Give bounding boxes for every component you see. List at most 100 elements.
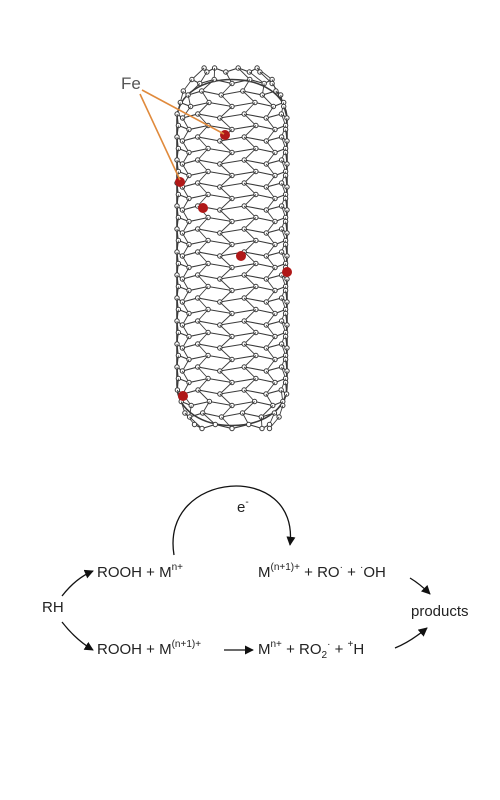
lattice-bond [243,182,257,195]
top-left-species: ROOH + Mn+ [97,562,183,581]
lattice-node [278,111,285,117]
lattice-node [191,421,198,428]
fe-atom [236,251,246,261]
lattice-bond [243,286,257,299]
lattice-bond [243,159,257,172]
lattice-bond [219,175,233,188]
lattice-node [278,318,285,324]
lattice-bond [219,359,233,372]
lattice-bond [243,136,257,149]
rh-to-bottom-arrow [61,621,94,651]
lattice-ring [176,205,288,211]
lattice-bond [219,313,233,326]
lattice-bond [243,125,257,138]
lattice-bond [219,152,233,165]
lattice-bond [243,332,257,345]
fe-atom [198,203,208,213]
lattice-bond [219,209,233,222]
lattice-node [212,421,219,428]
lattice-ring [182,90,282,96]
lattice-bond [219,393,233,406]
lattice-ring [176,274,288,280]
lattice-bond [243,228,257,241]
lattice-bond [219,382,233,395]
lattice-bond [219,163,233,176]
carbon-nanotube-icon [174,65,292,432]
lattice-ring [176,297,288,303]
nanotube-outline [176,78,288,427]
lattice-ring [177,389,287,395]
lattice-bond [243,113,257,126]
lattice-bond [219,140,233,153]
lattice-node [278,134,285,140]
lattice-bond [243,263,257,276]
lattice-bond [243,309,257,322]
fe-atom [220,130,230,140]
lattice-node [278,226,285,232]
lattice-bond [201,79,215,92]
lattice-bond [219,301,233,314]
lattice-bond [242,401,255,414]
lattice-bond [243,320,257,333]
lattice-bond [243,251,257,264]
lattice-bond [219,106,233,119]
lattice-bond [219,290,233,303]
electron-label: e- [237,497,249,516]
top-to-products-arrow [409,577,431,595]
lattice-bond [243,194,257,207]
lattice-bond [249,71,265,84]
lattice-node [278,295,285,301]
lattice-bond [237,67,251,80]
top-right-species: M(n+1)+ + RO· + ·OH [258,562,386,581]
lattice-bond [243,240,257,253]
electron-transfer-arrow [172,485,296,556]
nanotube-lattice [174,65,290,432]
lattice-ring [176,159,288,165]
fe-atom [178,391,188,401]
lattice-ring [176,320,288,326]
lattice-ring [176,228,288,234]
lattice-bond [243,171,257,184]
lattice-ring [176,251,288,257]
lattice-bond [243,217,257,230]
lattice-bond [260,405,274,418]
lattice-node [278,157,285,163]
lattice-bond [243,297,257,310]
lattice-bond [219,186,233,199]
bottom-to-products-arrow [394,627,428,649]
lattice-ring [176,343,288,349]
lattice-node [246,421,252,428]
lattice-bond [219,198,233,211]
bottom-left-species: ROOH + M(n+1)+ [97,639,201,658]
lattice-bond [191,67,205,80]
lattice-bond [219,221,233,234]
lattice-node [278,249,285,255]
lattice-bond [202,412,216,425]
fe-atom [282,267,292,277]
lattice-bond [219,370,233,383]
lattice-bond [219,267,233,280]
lattice-bond [243,366,257,379]
lattice-bond [243,205,257,218]
reaction-scheme: e- RH ROOH + Mn+ M(n+1)+ + RO· + ·OH ROO… [42,485,469,661]
lattice-bond [243,148,257,161]
fe-callout: Fe [121,74,225,181]
products-label: products [411,603,469,620]
lattice-node [278,203,285,209]
lattice-bond [243,274,257,287]
lattice-bond [219,255,233,268]
lattice-bond [243,378,257,391]
lattice-bond [219,347,233,360]
lattice-bond [259,71,273,84]
fe-leader-line-1 [141,89,225,135]
lattice-bond [243,355,257,368]
lattice-node [266,425,273,432]
fe-leader-line-2 [139,93,181,181]
lattice-bond [187,83,201,96]
lattice-node [278,364,285,370]
rh-to-top-arrow [61,569,94,597]
lattice-node [259,425,265,432]
lattice-bond [242,90,256,103]
lattice-bond [219,278,233,291]
